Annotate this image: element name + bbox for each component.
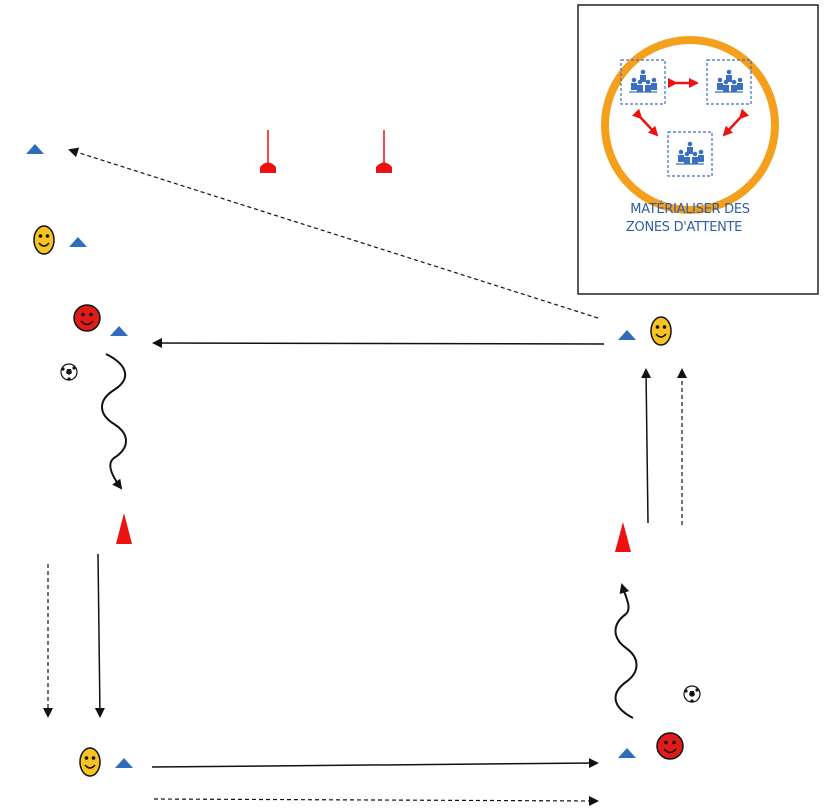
red-cone-icon	[116, 513, 132, 544]
blue-cone-icon	[618, 330, 636, 340]
dribble-arrow	[614, 583, 638, 719]
legend-line2: ZONES D'ATTENTE	[626, 220, 742, 235]
yellow-smiley-icon	[79, 747, 101, 777]
dribble-arrow	[101, 353, 127, 490]
yellow-smiley-icon	[650, 316, 672, 346]
blue-cone-icon	[69, 237, 87, 247]
pass-arrow	[641, 368, 652, 524]
yellow-smiley-icon	[33, 225, 55, 255]
pole-marker-icon	[376, 130, 392, 173]
pass-arrow	[151, 758, 599, 769]
soccer-ball-icon	[60, 363, 78, 382]
blue-cone-icon	[115, 758, 133, 768]
legend-frame	[577, 4, 819, 295]
run-arrow-dashed	[153, 795, 599, 806]
legend-box: MATÉRIALISER DES ZONES D'ATTENTE	[577, 4, 819, 295]
double-arrow	[631, 108, 659, 137]
pass-arrow	[94, 553, 105, 718]
legend-line1: MATÉRIALISER DES	[630, 201, 749, 217]
red-smiley-icon	[656, 732, 684, 760]
blue-cone-icon	[618, 748, 636, 758]
red-smiley-icon	[73, 304, 101, 332]
blue-cone-icon	[110, 326, 128, 336]
blue-cone-icon	[26, 144, 44, 154]
pass-arrow	[152, 338, 605, 349]
double-arrow	[722, 108, 750, 137]
pole-marker-icon	[260, 130, 276, 173]
legend-ring	[601, 36, 779, 214]
run-arrow-dashed	[68, 147, 599, 319]
soccer-ball-icon	[683, 685, 701, 704]
red-cone-icon	[615, 522, 631, 552]
